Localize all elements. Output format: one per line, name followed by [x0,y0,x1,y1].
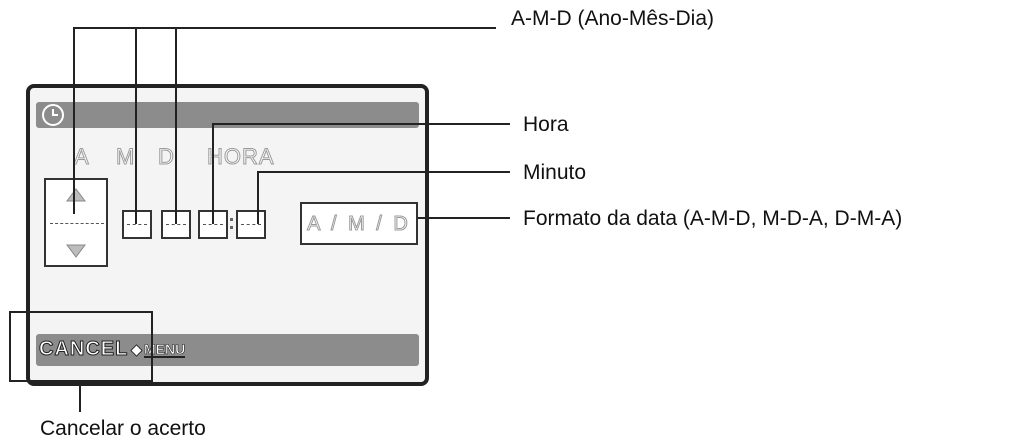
leader-line-hora [212,123,510,224]
time-colon [230,218,234,230]
year-value [50,223,104,224]
callout-minuto: Minuto [523,161,587,184]
clock-icon [42,104,64,126]
bottom-bar: CANCEL MENU [36,334,419,366]
callout-cancelar: Cancelar o acerto [40,417,206,440]
year-field[interactable] [44,178,108,267]
label-month: M [115,144,136,169]
cancel-button[interactable]: CANCEL [38,338,129,360]
menu-button[interactable]: MENU [144,341,186,358]
date-format-field[interactable]: A / M / D [300,202,418,245]
minute-field[interactable] [236,210,266,239]
date-format-value: A / M / D [307,213,411,235]
label-year: A [74,144,90,169]
cancel-highlight-frame [9,311,153,382]
camera-screen: A M D HORA A / M / [26,84,429,386]
callout-formato: Formato da data (A-M-D, M-D-A, D-M-A) [523,207,903,230]
label-day: D [158,144,175,169]
callout-amd: A-M-D (Ano-Mês-Dia) [511,7,715,30]
leader-line-amd [73,27,496,214]
arrow-up-icon[interactable] [66,188,86,202]
arrow-down-icon[interactable] [66,244,86,258]
leader-line-minuto [257,171,510,224]
callout-hora: Hora [523,113,569,136]
label-hour: HORA [207,144,275,169]
